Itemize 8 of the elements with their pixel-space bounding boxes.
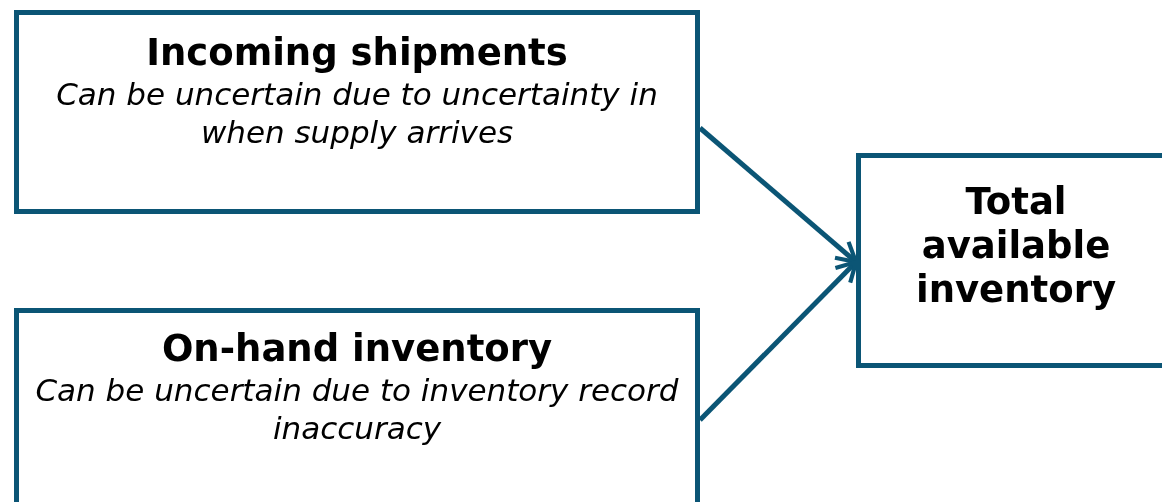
box-description: Can be uncertain due to uncertainty in when supply arrives — [55, 75, 659, 151]
box-title: Total available inventory — [914, 180, 1118, 312]
process-box — [856, 153, 1162, 368]
process-box — [14, 308, 700, 502]
box-title: On-hand inventory — [161, 327, 553, 371]
box-title: Incoming shipments — [146, 31, 568, 75]
process-box — [14, 10, 700, 214]
box-description: Can be uncertain due to inventory record inaccuracy — [34, 371, 680, 447]
